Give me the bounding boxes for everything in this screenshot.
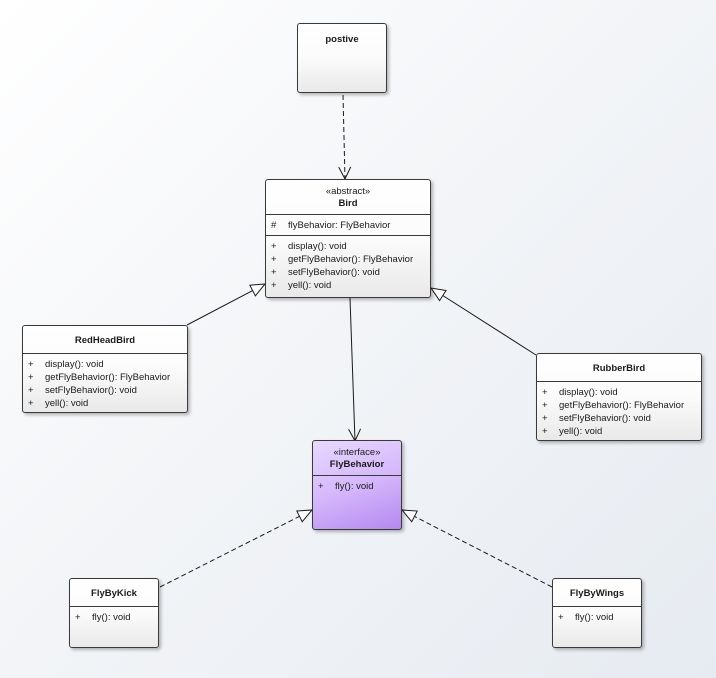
operation-row: +display(): void [271, 241, 347, 252]
class-postive[interactable]: postive [297, 23, 387, 93]
class-flybywings[interactable]: FlyByWings +fly(): void [552, 578, 642, 648]
class-redheadbird[interactable]: RedHeadBird +display(): void +getFlyBeha… [22, 325, 188, 413]
generalization-redheadbird-bird[interactable] [186, 284, 265, 326]
realization-flybywings-flybehavior[interactable] [402, 510, 553, 588]
class-name: postive [325, 34, 359, 45]
class-flybykick[interactable]: FlyByKick +fly(): void [69, 578, 159, 648]
realization-flybykick-flybehavior[interactable] [159, 510, 312, 588]
operations-section: +display(): void +getFlyBehavior(): FlyB… [266, 235, 430, 295]
operations-section: +display(): void +getFlyBehavior(): FlyB… [23, 353, 187, 413]
operations-section: +fly(): void [553, 606, 641, 627]
operation-row: +setFlyBehavior(): void [271, 267, 380, 278]
class-bird[interactable]: «abstract» Bird #flyBehavior: FlyBehavio… [265, 179, 431, 298]
class-name: FlyByKick [91, 588, 137, 599]
attributes-section: #flyBehavior: FlyBehavior [266, 214, 430, 235]
class-name: FlyBehavior [329, 459, 385, 470]
operation-row: +display(): void [28, 359, 104, 370]
class-name: RedHeadBird [74, 335, 136, 346]
stereotype-label: «abstract» [325, 186, 371, 197]
operation-row: +getFlyBehavior(): FlyBehavior [542, 400, 685, 411]
class-name: RubberBird [592, 363, 646, 374]
operation-row: +yell(): void [271, 280, 332, 291]
operations-section: +fly(): void [70, 606, 158, 627]
operation-row: +display(): void [542, 387, 618, 398]
interface-flybehavior[interactable]: «interface» FlyBehavior +fly(): void [312, 440, 402, 530]
operation-row: +yell(): void [28, 398, 89, 409]
class-name: FlyByWings [569, 588, 625, 599]
association-bird-flybehavior[interactable] [350, 297, 355, 441]
class-rubberbird[interactable]: RubberBird +display(): void +getFlyBehav… [536, 353, 702, 441]
operations-section: +display(): void +getFlyBehavior(): FlyB… [537, 381, 701, 441]
operation-row: +fly(): void [75, 612, 131, 623]
attribute-row: #flyBehavior: FlyBehavior [271, 220, 391, 231]
operation-row: +getFlyBehavior(): FlyBehavior [28, 372, 171, 383]
operation-row: +fly(): void [558, 612, 614, 623]
class-name: Bird [338, 198, 358, 209]
operation-row: +getFlyBehavior(): FlyBehavior [271, 254, 414, 265]
generalization-rubberbird-bird[interactable] [431, 288, 537, 356]
stereotype-label: «interface» [333, 447, 381, 458]
operation-row: +yell(): void [542, 426, 603, 437]
dependency-postive-bird[interactable] [343, 94, 345, 179]
operations-section: +fly(): void [313, 475, 401, 496]
operation-row: +setFlyBehavior(): void [28, 385, 137, 396]
operation-row: +setFlyBehavior(): void [542, 413, 651, 424]
operation-row: +fly(): void [318, 481, 374, 492]
